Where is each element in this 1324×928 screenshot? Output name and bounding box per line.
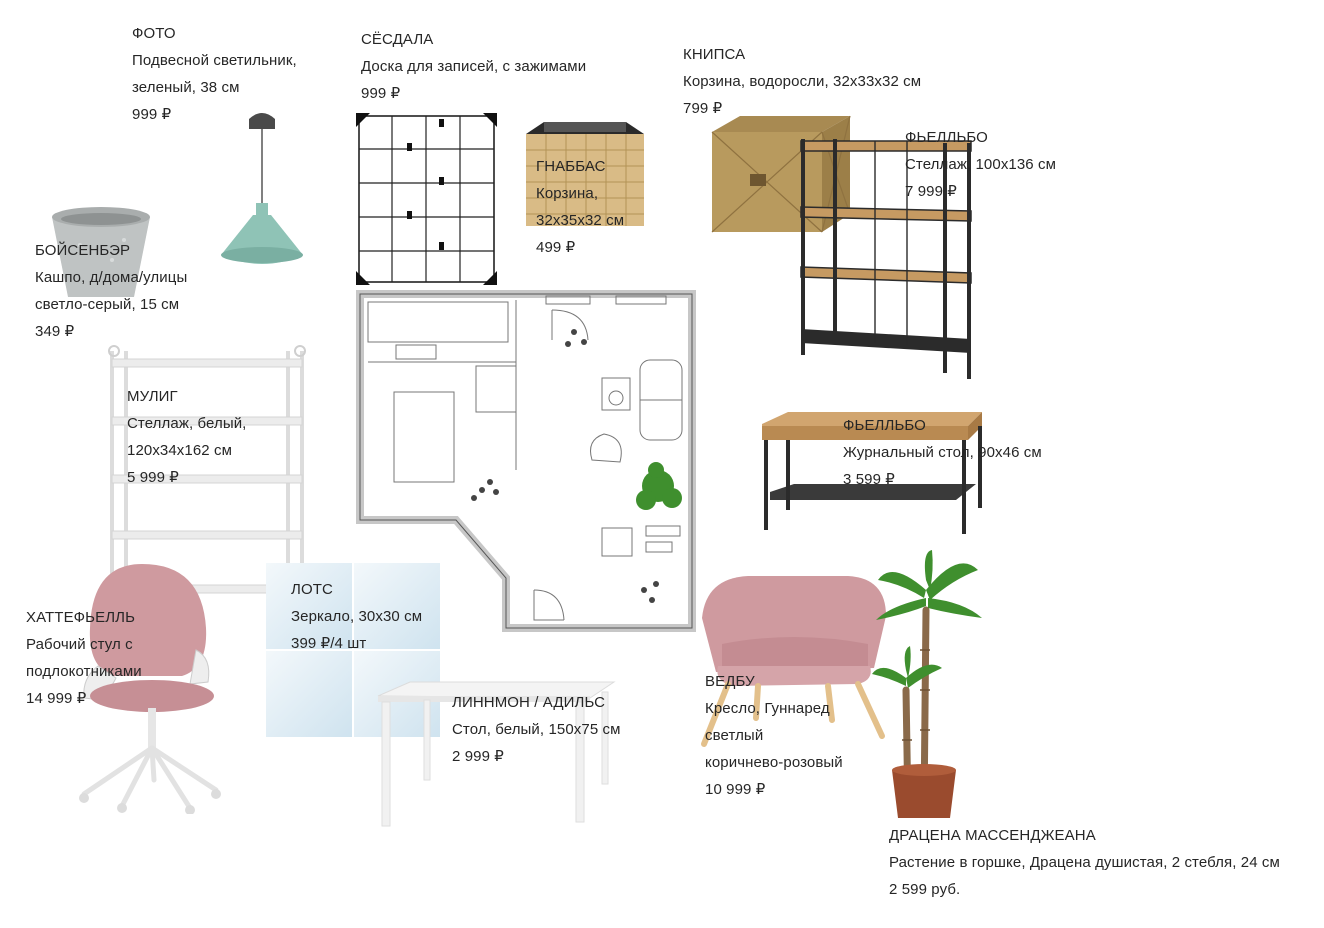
product-label-foto: ФОТО Подвесной светильник, зеленый, 38 с… — [132, 20, 297, 128]
product-name: ДРАЦЕНА МАССЕНДЖЕАНА — [889, 827, 1096, 844]
product-desc: зеленый, 38 см — [132, 79, 240, 96]
product-name: БОЙСЕНБЭР — [35, 242, 131, 259]
product-name: СЁСДАЛА — [361, 31, 434, 48]
product-label-gnabbas: ГНАББАС Корзина, 32x35x32 см 499 ₽ — [536, 153, 624, 261]
pendant-lamp-icon — [221, 113, 303, 264]
product-desc: Стеллаж, 100x136 см — [905, 156, 1057, 173]
product-price: 10 999 ₽ — [705, 781, 766, 798]
product-name: МУЛИГ — [127, 388, 178, 405]
plant-icon — [872, 550, 982, 818]
product-desc: 32x35x32 см — [536, 212, 625, 229]
product-name: ФЬЕЛЛЬБО — [905, 129, 988, 146]
product-desc: коричнево-розовый — [705, 754, 843, 771]
product-price: 499 ₽ — [536, 239, 576, 256]
product-desc: Корзина, — [536, 185, 599, 202]
product-desc: Стол, белый, 150x75 см — [452, 721, 621, 738]
product-label-mulig: МУЛИГ Стеллаж, белый, 120x34x162 см 5 99… — [127, 383, 246, 491]
desk-icon — [377, 681, 616, 827]
product-price: 349 ₽ — [35, 323, 75, 340]
product-desc: Растение в горшке, Драцена душистая, 2 с… — [889, 854, 1280, 871]
product-label-dracaena: ДРАЦЕНА МАССЕНДЖЕАНА Растение в горшке, … — [889, 822, 1280, 903]
office-chair-icon — [79, 564, 221, 814]
armchair-icon — [701, 576, 886, 747]
product-label-linnmon: ЛИННМОН / АДИЛЬС Стол, белый, 150x75 см … — [452, 689, 621, 770]
product-price: 2 599 руб. — [889, 881, 961, 898]
product-price: 999 ₽ — [132, 106, 172, 123]
mirror-icon — [266, 563, 440, 737]
product-desc: светло-серый, 15 см — [35, 296, 180, 313]
product-desc: Рабочий стул с — [26, 636, 133, 653]
product-price: 5 999 ₽ — [127, 469, 179, 486]
product-desc: 120x34x162 см — [127, 442, 233, 459]
product-label-sesdala: СЁСДАЛА Доска для записей, с зажимами 99… — [361, 26, 586, 107]
product-label-hattefjall: ХАТТЕФЬЕЛЛЬ Рабочий стул с подлокотникам… — [26, 604, 142, 712]
product-desc: Кашпо, д/дома/улицы — [35, 269, 188, 286]
product-name: ХАТТЕФЬЕЛЛЬ — [26, 609, 136, 626]
product-label-bojsenber: БОЙСЕНБЭР Кашпо, д/дома/улицы светло-сер… — [35, 237, 187, 345]
product-price: 399 ₽/4 шт — [291, 635, 367, 652]
product-desc: Кресло, Гуннаред — [705, 700, 830, 717]
shelf-unit-icon — [800, 139, 972, 379]
product-name: ФЬЕЛЛЬБО — [843, 417, 926, 434]
product-name: КНИПСА — [683, 46, 746, 63]
product-name: ЛИННМОН / АДИЛЬС — [452, 694, 606, 711]
product-label-fjallbo-shelf: ФЬЕЛЛЬБО Стеллаж, 100x136 см 7 999 ₽ — [905, 124, 1056, 205]
product-label-fjallbo-table: ФЬЕЛЛЬБО Журнальный стол, 90x46 см 3 599… — [843, 412, 1042, 493]
product-name: ЛОТС — [291, 581, 333, 598]
product-price: 799 ₽ — [683, 100, 723, 117]
product-desc: Зеркало, 30x30 см — [291, 608, 423, 625]
product-name: ФОТО — [132, 25, 176, 42]
floor-plan-icon — [356, 290, 696, 632]
product-label-knipsa: КНИПСА Корзина, водоросли, 32x33x32 см 7… — [683, 41, 921, 122]
product-desc: Доска для записей, с зажимами — [361, 58, 587, 75]
memo-board-icon — [356, 113, 497, 285]
product-desc: Подвесной светильник, — [132, 52, 297, 69]
planter-icon — [52, 207, 150, 297]
product-name: ГНАББАС — [536, 158, 606, 175]
product-desc: Корзина, водоросли, 32x33x32 см — [683, 73, 922, 90]
product-desc: светлый — [705, 727, 764, 744]
product-price: 7 999 ₽ — [905, 183, 957, 200]
product-price: 14 999 ₽ — [26, 690, 87, 707]
product-desc: подлокотниками — [26, 663, 142, 680]
basket-icon — [526, 122, 644, 226]
product-desc: Журнальный стол, 90x46 см — [843, 444, 1042, 461]
product-price: 2 999 ₽ — [452, 748, 504, 765]
product-desc: Стеллаж, белый, — [127, 415, 247, 432]
coffee-table-icon — [762, 412, 982, 534]
shelf-unit-icon — [108, 345, 306, 605]
product-label-lots: ЛОТС Зеркало, 30x30 см 399 ₽/4 шт — [291, 576, 422, 657]
product-name: ВЕДБУ — [705, 673, 755, 690]
product-price: 3 599 ₽ — [843, 471, 895, 488]
product-price: 999 ₽ — [361, 85, 401, 102]
product-label-vedbo: ВЕДБУ Кресло, Гуннаред светлый коричнево… — [705, 668, 843, 803]
